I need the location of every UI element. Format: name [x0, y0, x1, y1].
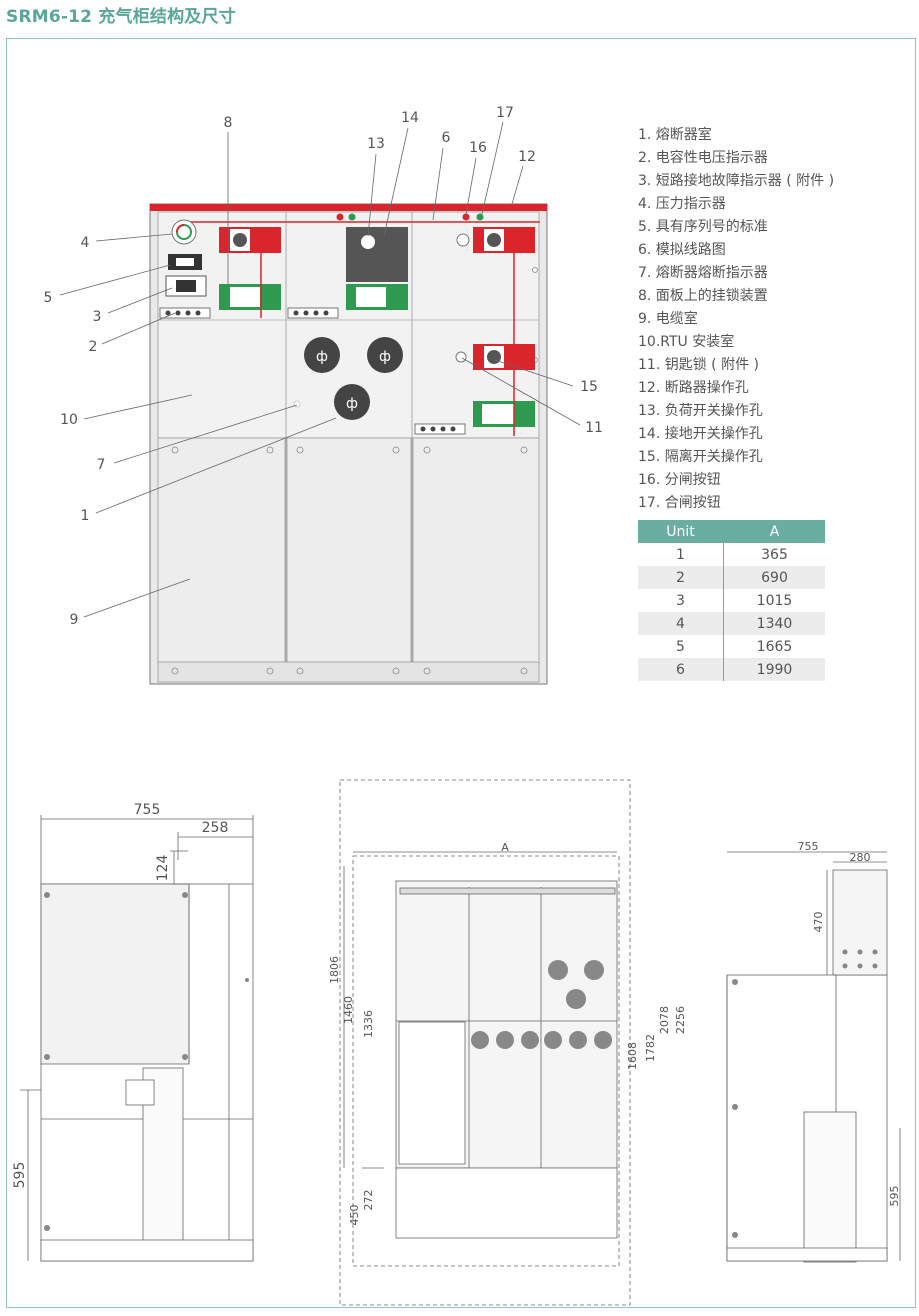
dim-side-left-bottom: 595: [12, 1162, 28, 1189]
legend-item: 1. 熔断器室: [638, 127, 712, 143]
callout-14: 14: [401, 110, 419, 126]
legend-item: 6. 模拟线路图: [638, 242, 726, 258]
callout-17: 17: [496, 105, 514, 121]
table-row: 5 1665: [638, 635, 825, 658]
side-view-right: [726, 851, 901, 1263]
legend-item: 16. 分闸按钮: [638, 472, 721, 488]
dim-front-h5: 450: [348, 1205, 361, 1226]
table-row: 1 365: [638, 543, 825, 566]
legend-item: 9. 电缆室: [638, 311, 698, 327]
dim-front-h1: 1806: [328, 956, 341, 984]
legend-item: 14. 接地开关操作孔: [638, 426, 763, 442]
callout-8: 8: [224, 115, 233, 131]
legend-item: 15. 隔离开关操作孔: [638, 449, 763, 465]
table-cell-unit: 5: [638, 635, 724, 658]
callout-6: 6: [442, 130, 451, 146]
callout-7: 7: [97, 457, 106, 473]
svg-text:ф: ф: [379, 349, 391, 365]
table-cell-a: 690: [723, 566, 825, 589]
table-cell-a: 1665: [756, 638, 793, 655]
legend-item: 10.RTU 安装室: [638, 334, 735, 350]
callout-4: 4: [81, 235, 90, 251]
svg-text:ф: ф: [346, 396, 358, 412]
table-cell-unit: 4: [638, 612, 724, 635]
callout-13: 13: [367, 136, 385, 152]
dim-front-h9: 2256: [674, 1006, 687, 1034]
legend-item: 13. 负荷开关操作孔: [638, 403, 763, 419]
side-view-left: [20, 815, 254, 1262]
dim-front-h7: 1782: [644, 1034, 657, 1062]
callout-numbers: 8 14 13 6 16 17 12 4 5 3 2 10 7 1 9 15 1…: [44, 105, 603, 628]
table-row: 3 1015: [638, 589, 825, 612]
dim-front-h3: 1336: [362, 1010, 375, 1038]
dim-front-h8: 2078: [658, 1006, 671, 1034]
callout-11: 11: [585, 420, 603, 436]
legend-item: 11. 钥匙锁 ( 附件 ): [638, 357, 759, 373]
table-header-a: A: [723, 520, 825, 543]
table-cell-a: 365: [761, 546, 788, 563]
table-cell-a: 1340: [723, 612, 825, 635]
callout-1: 1: [81, 508, 90, 524]
legend-item: 12. 断路器操作孔: [638, 380, 749, 396]
legend-item: 3. 短路接地故障指示器 ( 附件 ): [638, 173, 835, 189]
table-cell-a: 1990: [723, 658, 825, 681]
callout-2: 2: [89, 339, 98, 355]
dim-side-right-depth: 280: [850, 851, 871, 864]
dim-front-h4: 272: [362, 1190, 375, 1211]
callout-15: 15: [580, 379, 598, 395]
dim-side-right-top: 470: [812, 912, 825, 933]
callout-9: 9: [70, 612, 79, 628]
dim-side-left-width: 755: [134, 802, 161, 818]
dim-front-h2: 1460: [342, 996, 355, 1024]
callout-16: 16: [469, 140, 487, 156]
table-header-unit: Unit: [638, 520, 724, 543]
legend-item: 5. 具有序列号的标准: [638, 219, 768, 235]
table-cell-unit: 2: [638, 566, 724, 589]
svg-text:ф: ф: [316, 349, 328, 365]
dim-side-right-width: 755: [798, 840, 819, 853]
legend-item: 2. 电容性电压指示器: [638, 150, 768, 166]
callout-10: 10: [60, 412, 78, 428]
page-title: SRM6-12 充气柜结构及尺寸: [6, 7, 236, 27]
front-cabinet: ф ф ф: [149, 203, 548, 685]
front-view-dimension: [339, 779, 631, 1306]
dim-side-right-bottom: 595: [888, 1186, 901, 1207]
table-cell-unit: 1: [638, 543, 724, 566]
leader-lines: [59, 121, 581, 618]
table-cell-unit: 6: [638, 658, 724, 681]
table-cell-unit: 3: [638, 589, 724, 612]
callout-12: 12: [518, 149, 536, 165]
legend-item: 8. 面板上的挂锁装置: [638, 288, 768, 304]
legend-item: 4. 压力指示器: [638, 196, 726, 212]
callout-5: 5: [44, 290, 53, 306]
dim-front-h6: 1608: [626, 1042, 639, 1070]
legend-item: 7. 熔断器熔断指示器: [638, 265, 768, 281]
dim-side-left-depth: 258: [202, 820, 229, 836]
component-legend: 1. 熔断器室 2. 电容性电压指示器 3. 短路接地故障指示器 ( 附件 ) …: [638, 124, 834, 515]
legend-item: 17. 合闸按钮: [638, 495, 721, 511]
table-cell-a: 1015: [756, 592, 793, 609]
callout-3: 3: [93, 309, 102, 325]
dim-side-left-top: 124: [155, 855, 171, 882]
dim-front-width: A: [501, 841, 509, 854]
content-frame: [6, 38, 916, 1308]
